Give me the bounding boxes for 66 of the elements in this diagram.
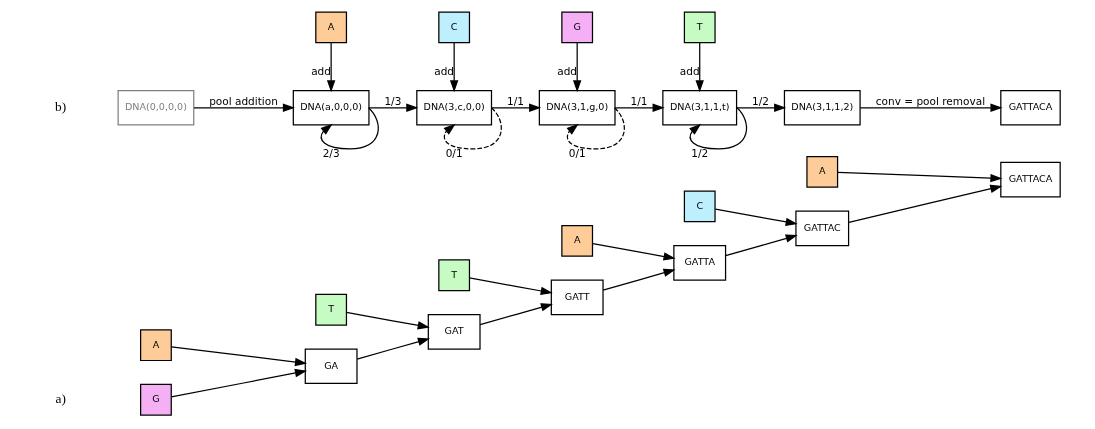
arrow [572, 42, 582, 93]
edge-label: conv = pool removal [875, 94, 986, 107]
edge-label: 1/1 [630, 94, 648, 107]
label: a) [55, 391, 66, 407]
arrow [614, 103, 665, 112]
edge-label: 0/1 [568, 147, 586, 160]
edge-label: pool addition [209, 94, 278, 107]
node-box: G [140, 383, 172, 416]
node-box: G [561, 11, 594, 44]
node-box: GATTAC [795, 210, 850, 247]
arrow [566, 107, 625, 150]
node-box: T [683, 11, 716, 44]
arrow [848, 184, 1003, 223]
node-box: GATT [550, 279, 604, 316]
edge-label: add [557, 65, 578, 78]
arrow [695, 42, 704, 93]
arrow [479, 303, 553, 326]
edge-label: add [679, 65, 700, 78]
arrow [736, 103, 787, 112]
node-box: GATTA [673, 245, 727, 281]
arrow [345, 311, 430, 330]
label: b) [55, 99, 67, 115]
edge-label: 1/3 [384, 94, 402, 107]
edge-label: add [434, 65, 454, 78]
arrow [368, 103, 419, 112]
arrow [602, 268, 676, 291]
node-box: C [683, 190, 716, 223]
node-box: A [315, 11, 348, 44]
arrow [356, 337, 430, 360]
edge-label: 1/1 [506, 94, 524, 107]
arrow [320, 107, 379, 150]
node-box: GATTACA [1000, 89, 1061, 126]
arrow [170, 368, 307, 398]
node-box: T [438, 259, 471, 292]
edge-label: 0/1 [445, 147, 463, 160]
node-box: T [315, 293, 348, 326]
edge-label: 1/2 [752, 94, 769, 107]
node-box: C [438, 11, 471, 44]
edge-label: 1/2 [691, 147, 709, 160]
arrow [714, 208, 798, 227]
node-box: DNA(a,0,0,0) [292, 89, 370, 126]
arrow [689, 107, 748, 150]
node-box: GAT [427, 313, 481, 350]
arrow [449, 42, 459, 93]
arrow [326, 42, 336, 93]
node-box: DNA(3,c,0,0) [416, 89, 493, 126]
edge-label: 2/3 [322, 147, 340, 160]
arrow [859, 103, 1003, 112]
arrow [468, 277, 553, 296]
node-box: A [806, 155, 839, 188]
arrow [725, 234, 798, 257]
node-box: DNA(3,1,1,2) [783, 89, 861, 126]
arrow [443, 107, 502, 150]
node-box: A [561, 224, 594, 257]
node-box: DNA(3,1,1,t) [662, 89, 738, 126]
node-box: DNA(0,0,0,0) [117, 89, 195, 126]
arrow [837, 171, 1003, 183]
node-box: DNA(3,1,g,0) [538, 89, 616, 126]
node-box: GA [304, 348, 358, 385]
arrow [193, 103, 295, 112]
node-box: A [140, 329, 172, 362]
arrow [491, 103, 542, 112]
arrow [592, 242, 676, 261]
node-box: GATTACA [1000, 161, 1061, 198]
edge-label: add [311, 65, 331, 78]
arrow [170, 346, 308, 367]
